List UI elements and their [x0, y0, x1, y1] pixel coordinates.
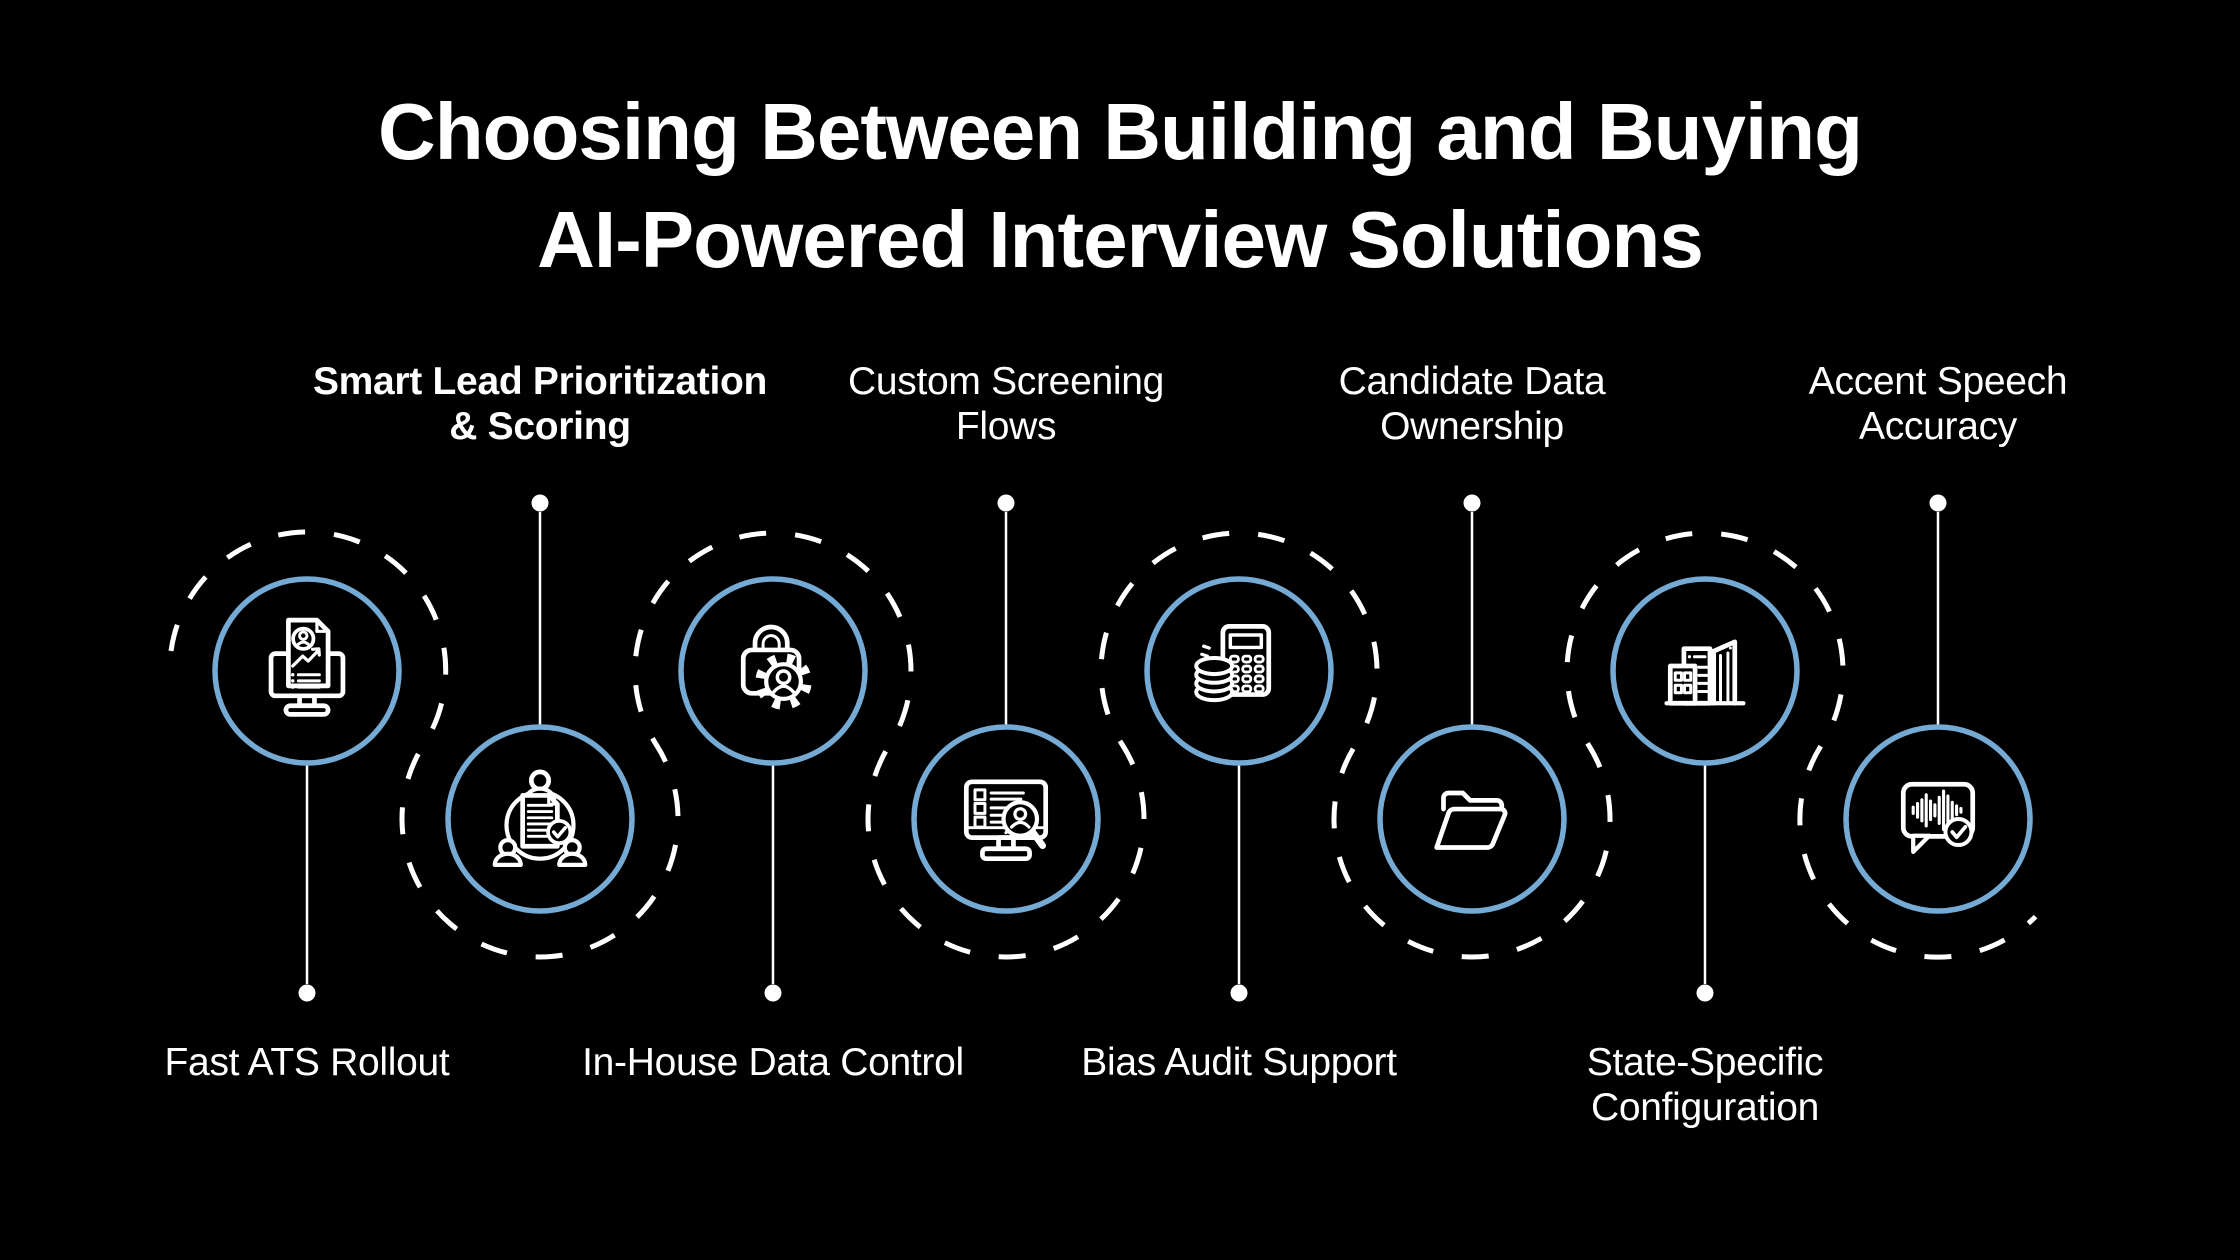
connector-dot-0 [298, 984, 316, 1002]
connector-dot-5 [1463, 494, 1481, 512]
connector-dot-4 [1230, 984, 1248, 1002]
serpentine-dashed-path [168, 529, 2038, 960]
connector-dot-2 [764, 984, 782, 1002]
connector-dot-1 [531, 494, 549, 512]
connector-dot-6 [1696, 984, 1714, 1002]
connector-dot-7 [1929, 494, 1947, 512]
folder-icon [1437, 793, 1505, 848]
connector-dot-3 [997, 494, 1015, 512]
page-title-line1: Choosing Between Building and Buying [378, 87, 1863, 176]
node-circles-group [212, 494, 2033, 1002]
page-title-line2: AI-Powered Interview Solutions [537, 195, 1704, 284]
page-title: Choosing Between Building and Buying AI-… [0, 78, 2240, 294]
